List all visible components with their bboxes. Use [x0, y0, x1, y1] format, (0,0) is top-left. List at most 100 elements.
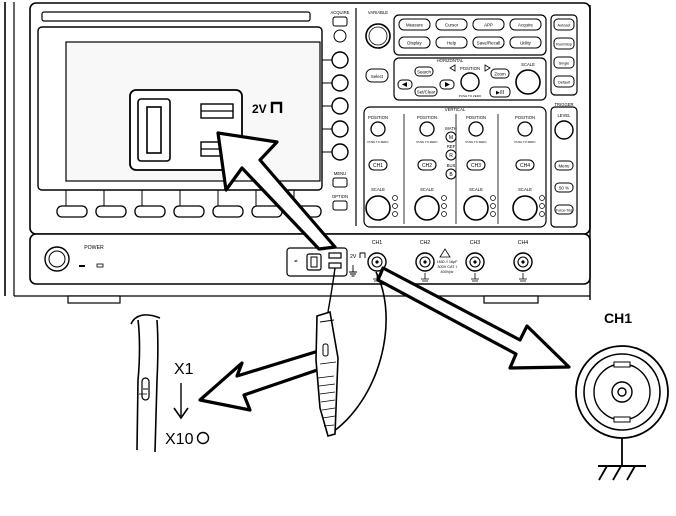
ch2-input-label: CH2: [420, 240, 430, 246]
help-button[interactable]: [435, 36, 468, 49]
ch1-bnc-pin: [375, 260, 379, 264]
default-button[interactable]: [553, 75, 575, 88]
ch4-scale-knob[interactable]: [512, 195, 538, 221]
ch4-button[interactable]: [515, 159, 535, 171]
top-slot: [41, 11, 311, 22]
horizontal-scale-knob[interactable]: [515, 69, 541, 95]
single-button[interactable]: [553, 56, 575, 69]
app-button[interactable]: [472, 18, 505, 31]
cal-terminal-ground[interactable]: [328, 262, 342, 269]
bottom-softkey-4[interactable]: [173, 205, 205, 218]
menu-button[interactable]: [332, 177, 348, 188]
menu-off-button[interactable]: [333, 29, 347, 43]
ch3-position-knob[interactable]: [468, 121, 484, 137]
force-trig-button[interactable]: [554, 204, 574, 215]
autoset-button[interactable]: [553, 18, 575, 31]
display-button[interactable]: [398, 36, 431, 49]
ch1-push-label: PUSH TO ZERO: [368, 140, 390, 144]
app-label: APP: [484, 23, 493, 28]
side-softkey-5[interactable]: [331, 143, 349, 161]
square-wave-icon: [270, 101, 283, 113]
utility-button[interactable]: [509, 36, 542, 49]
trigger-menu-label: Menu: [559, 164, 571, 169]
side-softkey-2[interactable]: [331, 74, 349, 92]
side-softkey-4[interactable]: [331, 120, 349, 138]
variable-section: VARIABLE Select: [365, 10, 391, 83]
trigger-50-button[interactable]: [554, 182, 574, 193]
left-foot: [67, 295, 121, 304]
ch1-zoom-label: CH1: [604, 310, 632, 326]
warning-triangle-icon: [439, 248, 451, 258]
ch1-button-label: CH1: [373, 163, 383, 169]
ch2-bnc-pin: [423, 260, 427, 264]
probe-grip-ridges: [317, 375, 336, 427]
cursor-label: Cursor: [445, 23, 459, 28]
probe-zoom-body: [136, 319, 159, 453]
vertical-block: [363, 106, 547, 228]
math-label: MATH: [445, 126, 457, 131]
bottom-softkey-5[interactable]: [212, 205, 244, 218]
acquire-button[interactable]: [509, 18, 542, 31]
cal-terminal-2v[interactable]: [328, 252, 342, 259]
ch3-button[interactable]: [466, 159, 486, 171]
ch3-input-label: CH3: [470, 240, 480, 246]
search-button[interactable]: [414, 66, 434, 77]
ch1-position-knob[interactable]: [370, 121, 386, 137]
x10-selected-indicator: [196, 431, 210, 445]
ch3-led-3: [490, 211, 496, 217]
math-button[interactable]: [445, 131, 457, 143]
select-button[interactable]: [365, 68, 389, 83]
ch3-bnc-pin: [473, 260, 477, 264]
probe-switch[interactable]: [322, 343, 329, 357]
arrow-to-probe-switch: [198, 347, 331, 412]
option-button[interactable]: [332, 200, 348, 211]
trigger-menu-button[interactable]: [554, 160, 574, 171]
cursor-button[interactable]: [435, 18, 468, 31]
horizontal-position-knob[interactable]: [460, 72, 480, 92]
cal-2v-label: 2V: [350, 254, 357, 260]
ch4-position-knob[interactable]: [517, 121, 533, 137]
ch3-position-label: POSITION: [466, 115, 486, 120]
utility-label: Utility: [520, 41, 532, 46]
ch3-scale-label: SCALE: [469, 187, 483, 192]
cal-ground-icon: [349, 265, 357, 277]
set-clear-label: Set/Clear: [417, 90, 436, 95]
set-clear-button[interactable]: [414, 86, 438, 97]
bus-button[interactable]: [445, 168, 457, 180]
zoom-button[interactable]: [490, 68, 510, 79]
trigger-section: TRIGGER LEVEL Menu 50 % Force-Trig: [550, 102, 578, 228]
probe-body: [315, 310, 339, 437]
probe-zoom-cap: [130, 314, 161, 325]
right-foot: [483, 295, 539, 304]
horizontal-section: HORIZONTAL POSITION PUSH TO ZERO Search …: [393, 57, 547, 101]
usb-icon: ⇌: [294, 258, 298, 263]
ground-hatch: [598, 465, 636, 481]
bottom-softkey-1[interactable]: [56, 205, 88, 218]
default-label: Default: [558, 81, 571, 85]
measure-button[interactable]: [398, 18, 431, 31]
ref-button[interactable]: [445, 149, 457, 161]
ch2-scale-knob[interactable]: [414, 195, 440, 221]
bottom-softkey-2[interactable]: [95, 205, 127, 218]
acquire-menu-button[interactable]: [332, 16, 348, 27]
cal-usb-port-inner: [146, 106, 162, 154]
probe-zoom: X1 X10: [130, 314, 210, 453]
horizontal-title: HORIZONTAL: [437, 58, 464, 63]
screen-2v-label: 2V: [252, 102, 267, 116]
run-stop-button[interactable]: [553, 37, 575, 50]
ch2-button[interactable]: [417, 159, 437, 171]
side-softkey-1[interactable]: [331, 51, 349, 69]
side-softkey-3[interactable]: [331, 97, 349, 115]
play-pause-button[interactable]: [489, 86, 511, 98]
trigger-level-knob[interactable]: [554, 120, 574, 140]
save-recall-button[interactable]: [472, 36, 505, 49]
ch1-button[interactable]: [368, 159, 388, 171]
ch1-scale-knob[interactable]: [365, 195, 391, 221]
autoset-label: Autoset: [558, 24, 572, 28]
ch3-scale-knob[interactable]: [463, 195, 489, 221]
ch2-position-knob[interactable]: [419, 121, 435, 137]
ch3-ground-icon: [471, 273, 479, 282]
bottom-softkey-3[interactable]: [134, 205, 166, 218]
play-pause-label: ▶/II: [496, 90, 504, 96]
